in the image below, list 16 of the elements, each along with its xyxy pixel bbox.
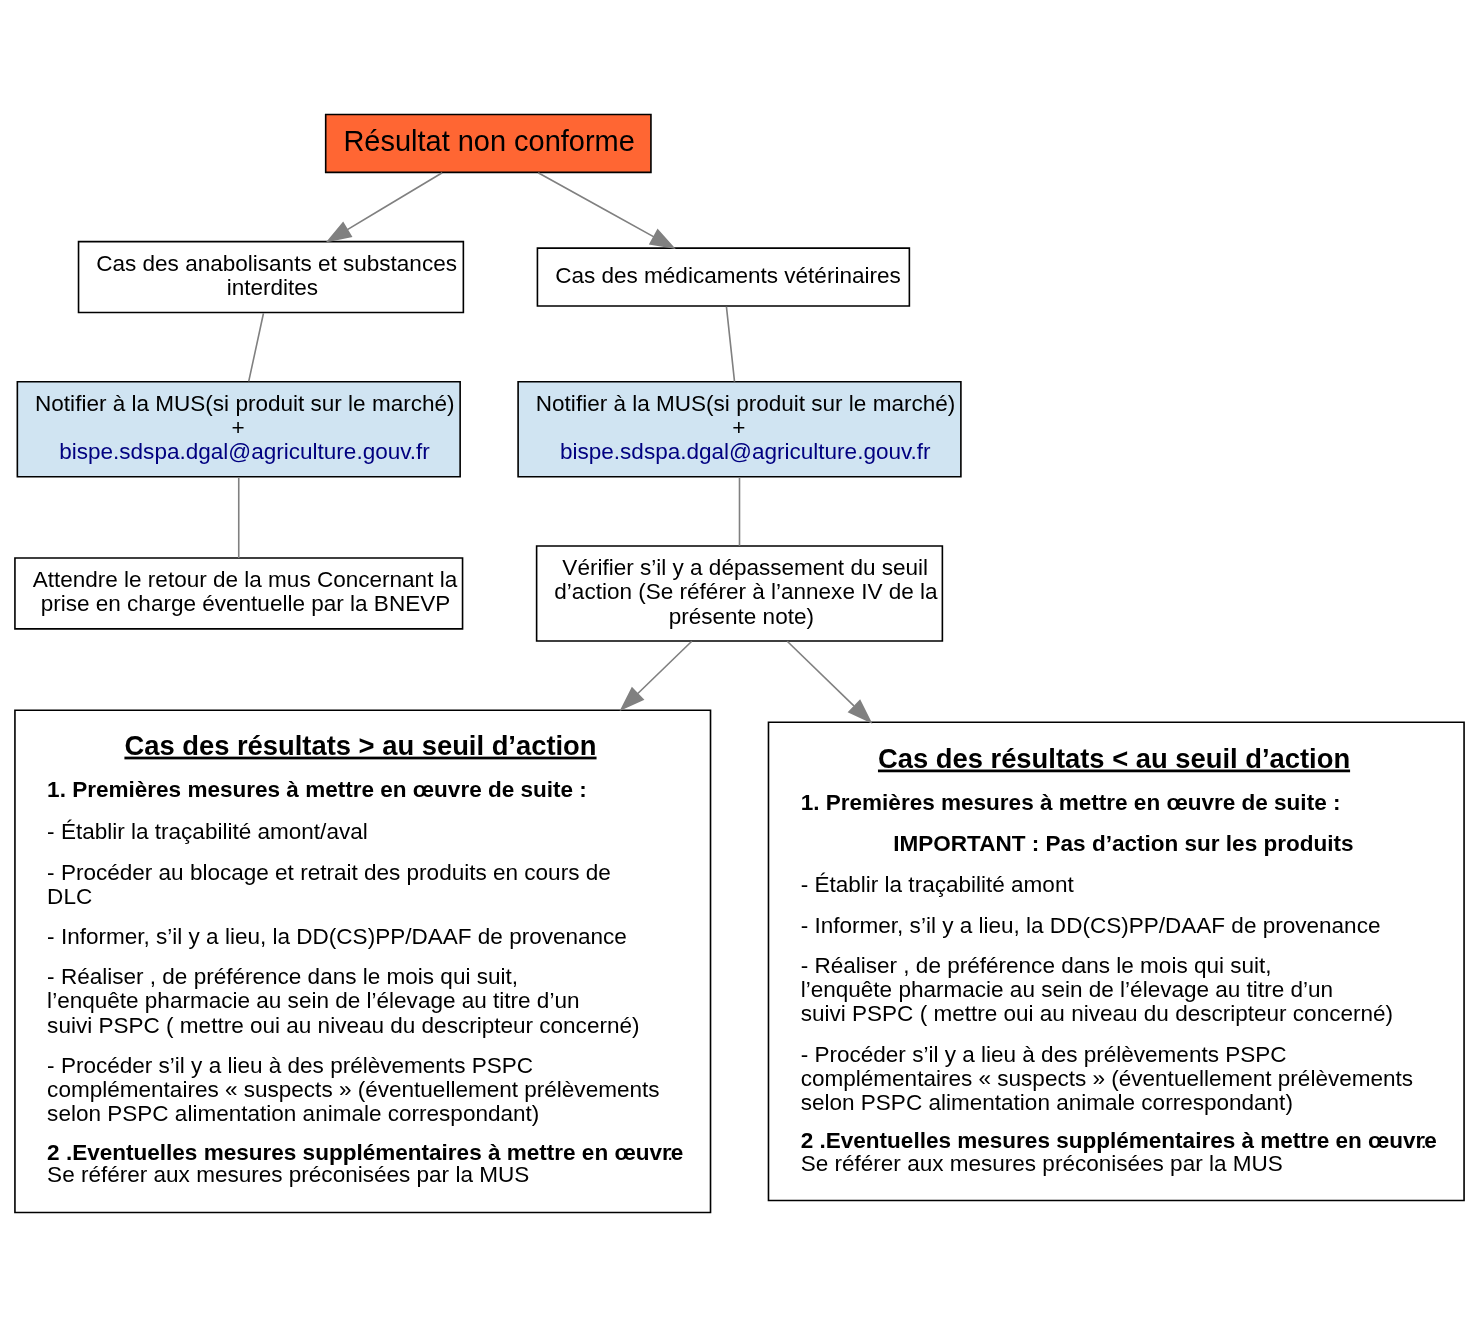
node-box: Cas des médicaments vétérinaires — [536, 247, 911, 307]
connector — [725, 305, 736, 383]
connector — [247, 312, 265, 383]
arrow — [619, 640, 693, 712]
node-box: Notifier à la MUS(si produit sur le marché) + bispe.sdspa.dgal@agriculture.gouv.fr — [517, 380, 962, 478]
arrow — [786, 640, 873, 724]
node-box: Vérifier s’il y a dépassement du seuil d’action (Se référer à l’annexe IV de la présente note) — [535, 545, 944, 642]
node-box: Notifier à la MUS(si produit sur le marché) + bispe.sdspa.dgal@agriculture.gouv.fr — [16, 380, 461, 478]
connector — [237, 476, 240, 559]
node-box: Cas des résultats < au seuil d’action 1. Premières mesures à mettre en œuvre de suite : IMPORTANT : Pas d’action sur les produits - Établir la traçabilité amont - Informer, s’il y a lieu, la DD(CS)PP/DAAF de provenance - Réaliser , de préférence dans le mois qui suit, l’enquête pharmacie au sein de l’élevage au titre d’un suivi PSPC ( mettre oui au niveau du descripteur concerné) - Procéder s’il y a lieu à des prélèvements PSPC complémentaires « suspects » (éventuellement prélèvements selon PSPC alimentation animale correspondant) 2 .Eventuelles mesures supplémentaires à mettre en œuvre : Se référer aux mesures préconisées par la MUS — [767, 721, 1465, 1202]
node-box: Attendre le retour de la mus Concernant la prise en charge éventuelle par la BNEVP — [14, 557, 464, 630]
connector — [738, 476, 741, 547]
arrow — [325, 171, 444, 243]
arrow — [537, 171, 676, 250]
node-box: Cas des anabolisants et substances interdites — [77, 240, 465, 314]
node-box: Résultat non conforme — [324, 113, 652, 174]
